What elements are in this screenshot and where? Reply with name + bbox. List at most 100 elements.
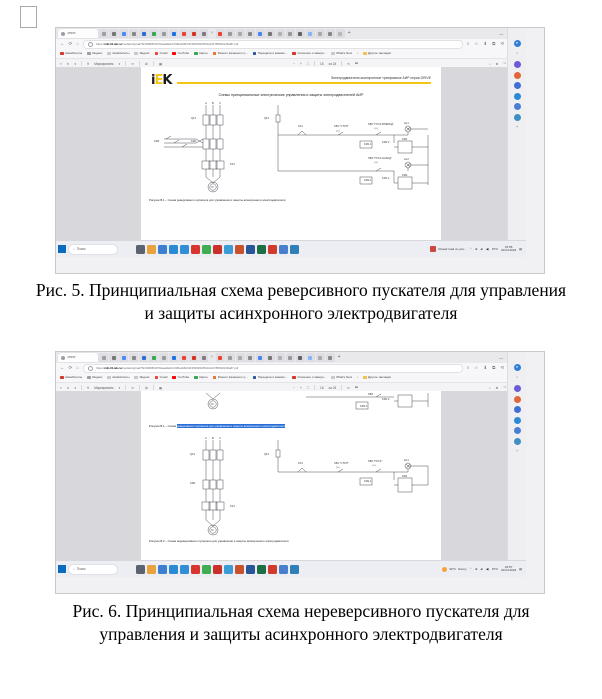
tab-item[interactable] [189,353,198,362]
bookmark-item[interactable]: Авиабилеты [107,52,129,56]
home-icon[interactable]: ⌂ [76,364,79,370]
bookmark-star-icon[interactable]: ☆ [474,40,479,46]
text-tool-icon[interactable]: A² [144,61,149,66]
bookmarks-icon[interactable] [513,61,521,68]
tab-item[interactable] [245,353,255,362]
telegram-icon[interactable] [224,244,233,254]
bookmark-item[interactable]: Авиабилеты [107,376,129,380]
bookmark-item[interactable]: Передача и взаимо... [252,52,287,56]
powerpoint-icon[interactable] [235,244,244,254]
reload-icon[interactable]: ⟳ [68,364,73,370]
tab-item[interactable] [255,29,265,38]
tab-item[interactable] [335,29,345,38]
figure-caption-v1-selected[interactable]: Рисунок В.1 – Схема реверсивного пускате… [141,424,441,428]
tab-item[interactable] [169,29,178,38]
tab-item[interactable] [149,353,158,362]
notes-icon[interactable] [513,82,521,89]
task-view-icon[interactable] [136,244,145,254]
bookmark-star-icon[interactable]: ☆ [474,364,479,370]
taskbar-search[interactable]: ⌕ Поиск [68,243,118,255]
tab-item[interactable] [225,29,235,38]
tab-item[interactable] [99,29,108,38]
downloads-icon[interactable] [513,103,521,110]
start-icon[interactable] [58,245,66,253]
select-tool-icon[interactable]: ⌖ [60,385,62,390]
volume-icon[interactable]: ◀) [485,247,490,251]
extensions-icon[interactable]: ⧉ [492,40,496,46]
tab-item[interactable] [179,29,188,38]
chevron-down-icon[interactable]: ▾ [74,61,77,66]
services-icon[interactable] [513,113,521,121]
tab-item[interactable] [295,29,305,38]
text-tool-icon[interactable]: A² [144,385,149,390]
photos-icon[interactable] [279,564,288,574]
tab-item[interactable] [225,353,235,362]
bookmark-item[interactable]: What's New [331,52,352,56]
volume-icon[interactable]: ◀) [485,567,490,571]
chevron-down-icon[interactable]: ▾ [74,385,77,390]
zoom-in-button[interactable]: + [299,61,302,66]
yandex-icon[interactable] [268,244,277,254]
task-view-icon[interactable] [136,564,145,574]
bookmark-item[interactable]: Карты [194,52,208,56]
downloads-icon[interactable]: ⬇ [483,364,488,370]
bookmark-item[interactable]: Авиабилеты [60,52,82,56]
clock[interactable]: 15:56 20.04.2024 [501,245,516,253]
tab-item[interactable] [139,29,148,38]
chevron-down-icon[interactable]: ▾ [118,385,121,390]
tab-item[interactable] [255,353,265,362]
pdf-viewport[interactable]: iEK Электродвигатели асинхронные трехфаз… [56,67,526,257]
highlight-label[interactable]: Маркировать [94,385,114,390]
clock[interactable]: 15:57 20.04.2024 [501,565,516,573]
bookmark-item[interactable]: Спасение и эвакуа... [292,52,326,56]
tab-item[interactable] [265,29,275,38]
save-icon[interactable]: 🖫 [503,60,507,65]
photos-icon[interactable] [279,244,288,254]
search-icon[interactable]: ⌕ [515,51,518,56]
bookmark-item[interactable]: Яндекс [134,376,150,380]
tab-item[interactable] [199,353,208,362]
tab-item[interactable] [235,353,245,362]
tab-item[interactable] [199,29,208,38]
downloads-icon[interactable] [513,427,521,434]
reload-icon[interactable]: ⟳ [68,40,73,46]
undo-icon[interactable]: ↺ [131,61,134,66]
widgets-icon[interactable] [147,564,156,574]
bookmark-item[interactable]: Яндекс [87,376,102,380]
bookmark-item[interactable]: Ремонт вязанного р... [212,376,248,380]
page-number-input[interactable]: 16 [320,385,324,390]
search-icon[interactable]: ⌕ [488,61,491,66]
tab-item[interactable] [179,353,188,362]
draw-tool-icon[interactable]: ✎ [66,385,70,390]
explorer-icon[interactable] [158,244,167,254]
chevron-down-icon[interactable]: ▾ [118,61,121,66]
tab-item[interactable] [129,29,138,38]
yandex-alice-icon[interactable]: ● [513,40,521,47]
search-icon[interactable]: ⌕ [515,375,518,380]
tab-item[interactable] [265,353,275,362]
tab-item[interactable] [215,29,225,38]
settings-icon[interactable] [513,92,521,100]
bookmark-item[interactable]: Авиабилеты [60,376,82,380]
home-icon[interactable]: ⌂ [76,40,79,46]
bookmark-item[interactable]: Gmail [154,376,167,380]
minimize-button[interactable]: — [499,354,504,360]
messenger-icon[interactable] [513,71,521,79]
tab-item[interactable] [159,353,168,362]
bookmark-item[interactable]: Карты [194,376,208,380]
tab-active[interactable]: Элект [58,353,98,362]
tab-item[interactable] [169,353,178,362]
tab-item[interactable] [139,353,148,362]
bookmark-item[interactable]: Яндекс [134,52,150,56]
chevron-up-icon[interactable]: ⌃ [469,567,472,571]
bookmark-folder-other[interactable]: Другие закладки [363,376,391,380]
image-tool-icon[interactable]: ▦ [159,61,163,66]
edge-icon[interactable] [169,244,178,254]
tab-item[interactable] [99,353,108,362]
tab-item[interactable] [119,353,128,362]
extensions-icon[interactable]: ⧉ [492,364,496,370]
settings-icon[interactable]: ⚙ [495,61,499,66]
add-icon[interactable]: + [515,448,519,453]
zoom-out-button[interactable]: − [293,385,295,390]
bookmark-item[interactable]: Gmail [154,52,167,56]
